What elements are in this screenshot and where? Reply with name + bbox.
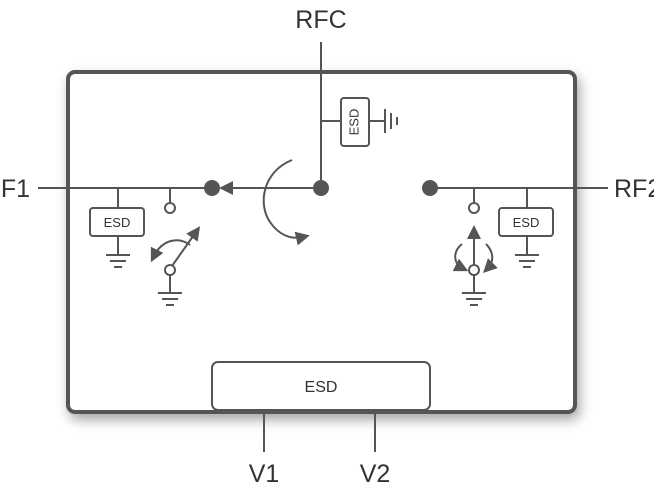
rf1-shunt-rotation-arrow-icon xyxy=(150,239,191,263)
rf1-shunt-bottom-contact xyxy=(164,264,176,276)
rf1-esd-box xyxy=(89,207,145,237)
rf1-pin-label: RF1 xyxy=(0,175,30,203)
rf2-shunt-rotation-arrow-right xyxy=(483,243,498,273)
rotation-arrow-icon xyxy=(262,159,310,246)
rf2-pin-label: RF2 xyxy=(614,175,654,203)
rf1-shunt-switch-arm xyxy=(171,226,201,267)
rf1-shunt-ground-icon xyxy=(158,292,182,306)
rf1-esd-label: ESD xyxy=(104,215,131,230)
rf1-esd-ground-icon xyxy=(106,254,130,268)
rfc-pivot-dot xyxy=(313,180,329,196)
rf2-esd-box xyxy=(498,207,554,237)
rfc-esd-ground-icon xyxy=(384,109,398,133)
rf2-esd-ground-icon xyxy=(515,254,539,268)
control-esd-box xyxy=(211,361,431,411)
rf2-contact-dot xyxy=(422,180,438,196)
rfc-esd-label: ESD xyxy=(346,109,361,136)
rf2-shunt-top-contact xyxy=(468,202,480,214)
rfc-pin-label: RFC xyxy=(295,6,346,34)
v1-pin-label: V1 xyxy=(249,460,280,488)
rf1-shunt-top-contact xyxy=(164,202,176,214)
rf2-shunt-bottom-contact xyxy=(468,264,480,276)
rf2-esd-label: ESD xyxy=(513,215,540,230)
rf1-contact-dot xyxy=(204,180,220,196)
rf2-shunt-rotation-arrow-icon xyxy=(452,243,469,272)
rf2-shunt-ground-icon xyxy=(462,292,486,306)
rfc-esd-box xyxy=(340,97,370,147)
control-esd-label: ESD xyxy=(305,379,338,396)
v2-pin-label: V2 xyxy=(360,460,391,488)
